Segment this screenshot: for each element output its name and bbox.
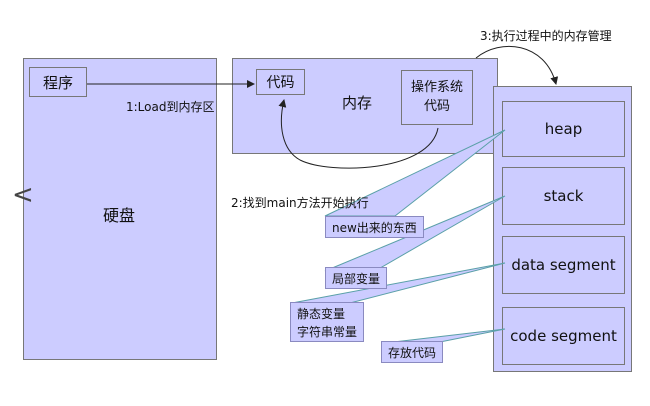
code-box: 代码 bbox=[256, 69, 305, 95]
code-segment: code segment bbox=[502, 307, 625, 365]
hard-disk-label: 硬盘 bbox=[103, 206, 136, 225]
heap-callout: new出来的东西 bbox=[325, 216, 424, 238]
code-segment-label: code segment bbox=[510, 327, 617, 345]
os-code-box: 操作系统 代码 bbox=[401, 70, 473, 125]
data-segment-label: data segment bbox=[511, 256, 616, 274]
stack-callout-text: 局部变量 bbox=[332, 272, 381, 286]
os-code-label: 操作系统 代码 bbox=[410, 79, 463, 114]
back-chevron-icon[interactable]: < bbox=[12, 180, 34, 210]
code-callout: 存放代码 bbox=[381, 341, 444, 363]
stack-segment: stack bbox=[502, 167, 625, 225]
step-load-label: 1:Load到内存区 bbox=[126, 100, 215, 114]
stack-label: stack bbox=[543, 187, 584, 205]
program-label: 程序 bbox=[42, 73, 73, 92]
data-callout-pointer bbox=[291, 262, 506, 304]
stack-callout: 局部变量 bbox=[325, 267, 388, 289]
data-segment: data segment bbox=[502, 236, 625, 294]
code-label: 代码 bbox=[266, 75, 295, 91]
step-find-main-label: 2:找到main方法开始执行 bbox=[231, 196, 369, 210]
heap-segment: heap bbox=[502, 101, 625, 157]
hard-disk-box bbox=[23, 58, 217, 360]
heap-callout-text: new出来的东西 bbox=[332, 221, 417, 235]
heap-label: heap bbox=[544, 120, 583, 138]
code-callout-text: 存放代码 bbox=[388, 346, 437, 360]
data-callout-text: 静态变量 字符串常量 bbox=[297, 307, 358, 339]
program-box: 程序 bbox=[29, 67, 87, 97]
data-callout: 静态变量 字符串常量 bbox=[290, 302, 365, 342]
memory-label: 内存 bbox=[342, 94, 373, 112]
step-exec-label: 3:执行过程中的内存管理 bbox=[480, 29, 612, 43]
